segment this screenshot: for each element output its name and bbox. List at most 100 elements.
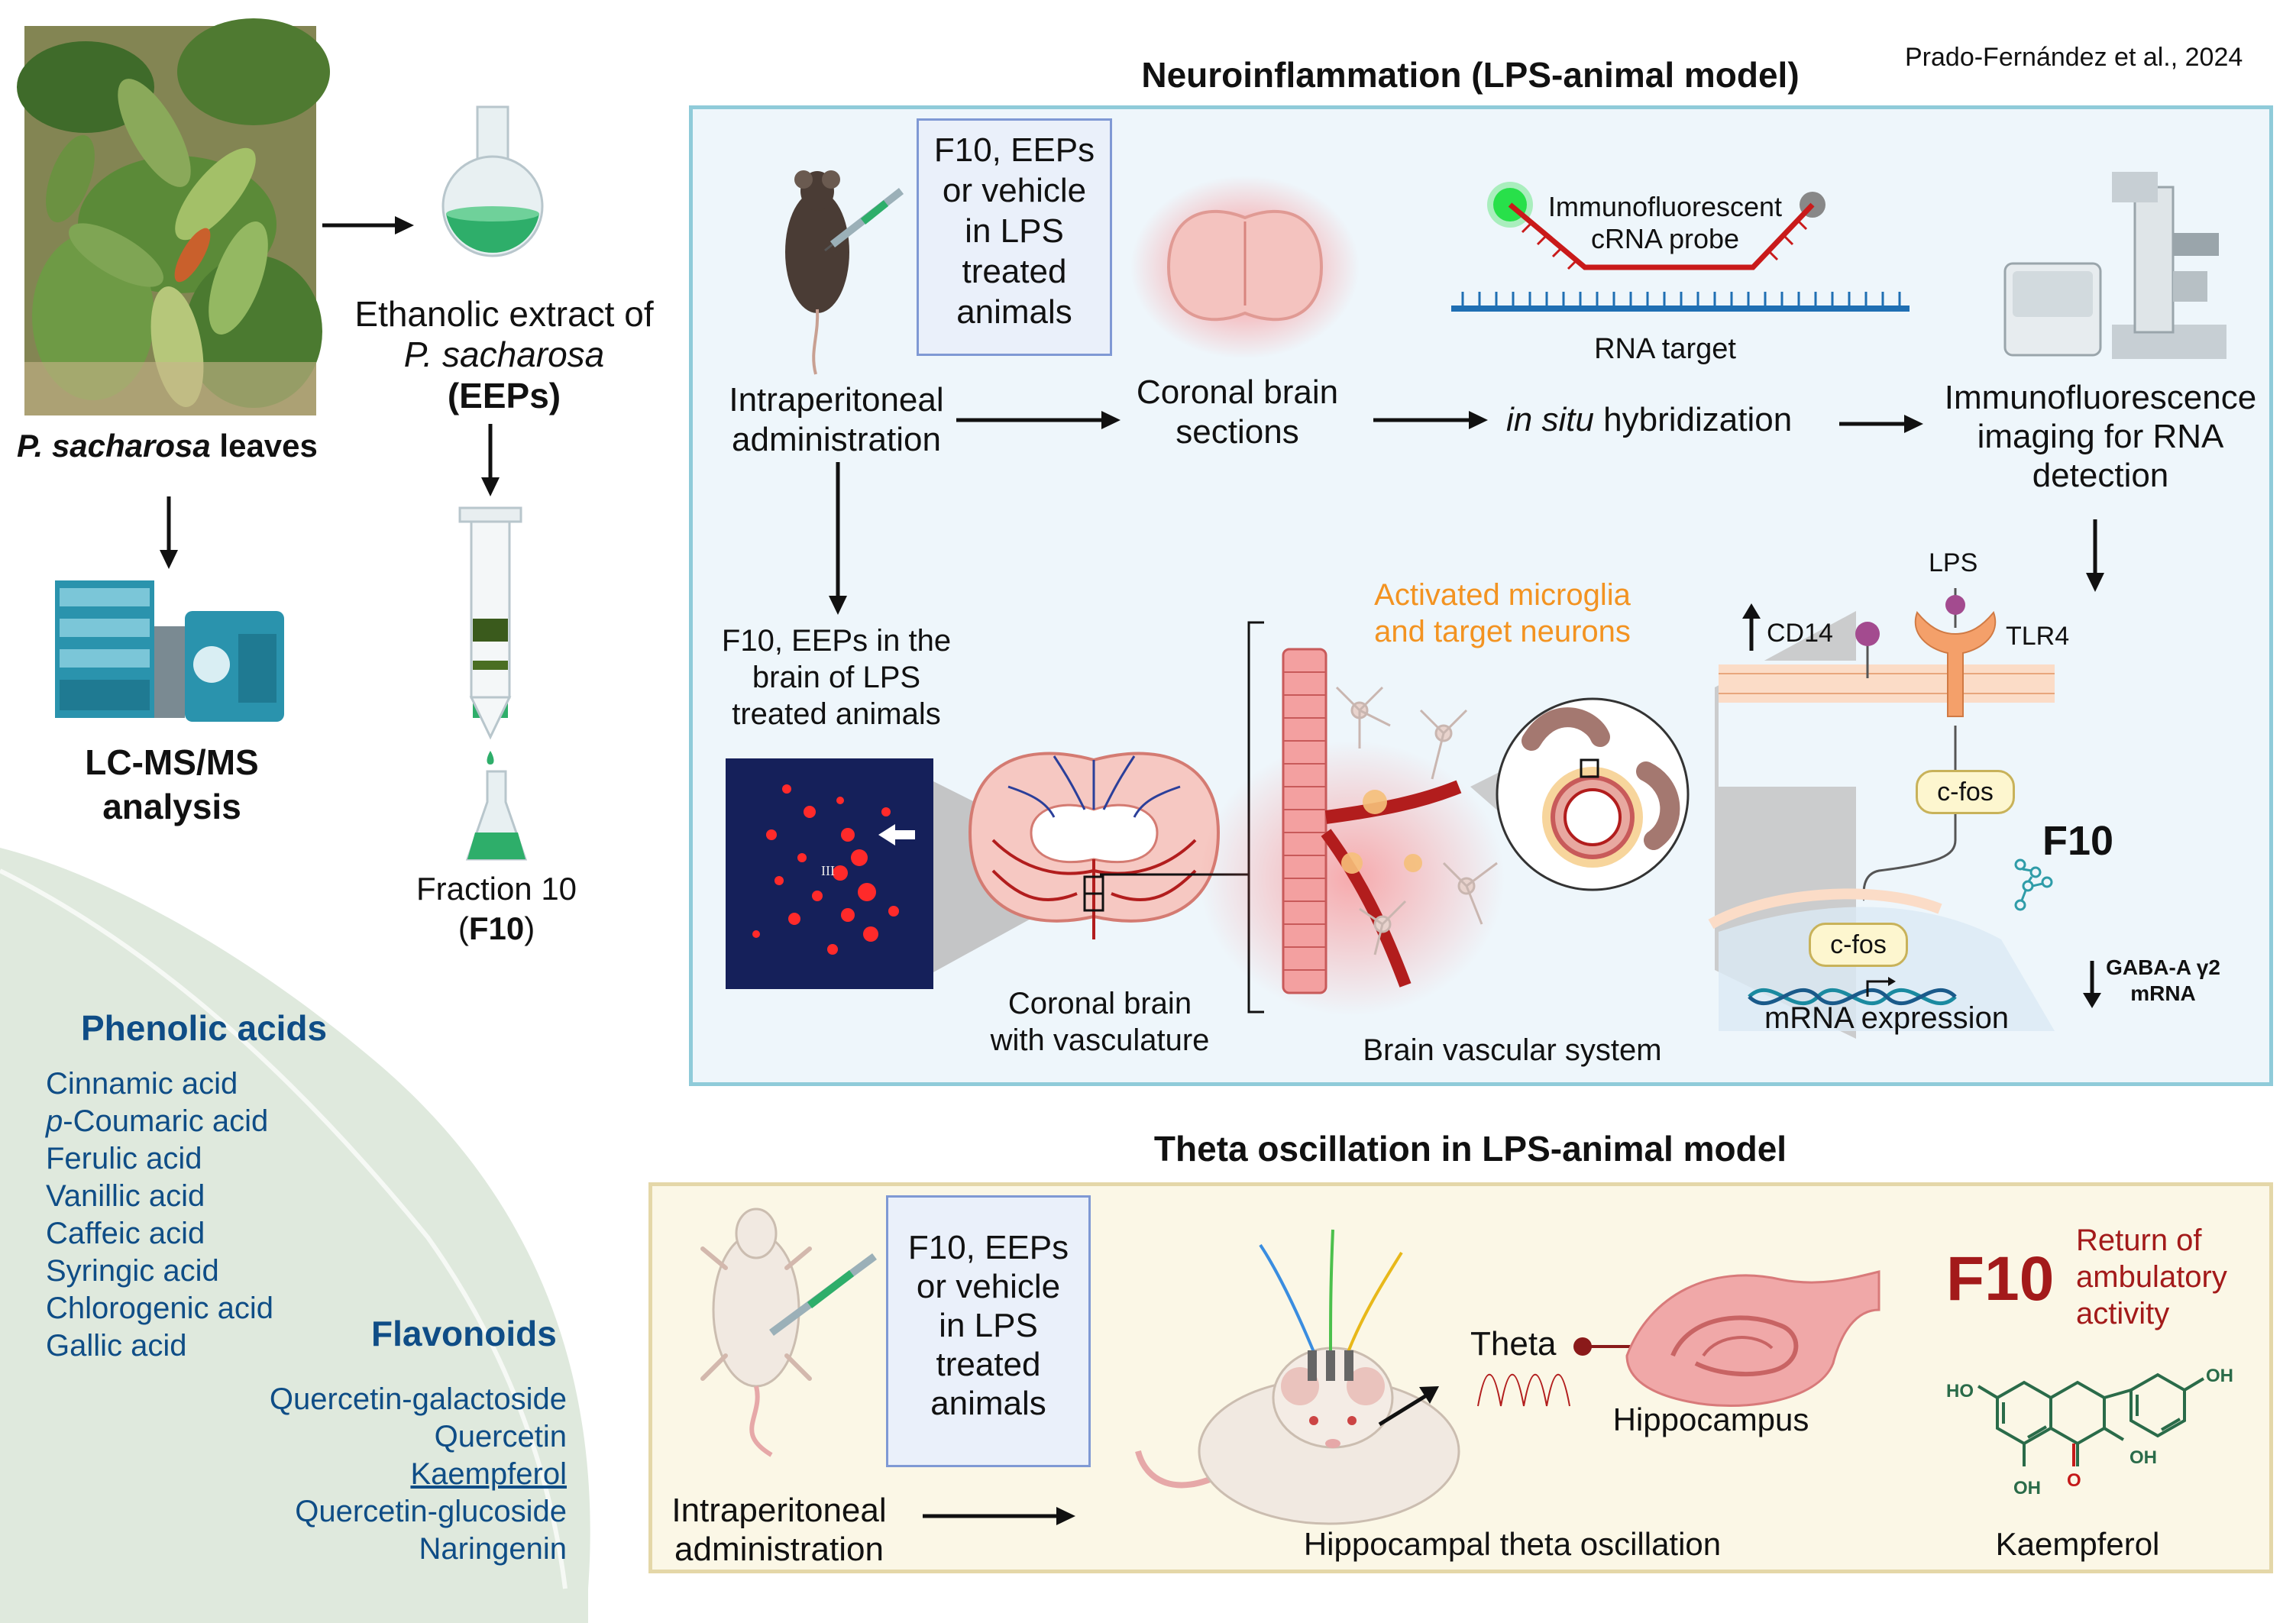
phenolic-item: Cinnamic acid: [46, 1067, 238, 1101]
citation: Prado-Fernández et al., 2024: [1905, 43, 2243, 72]
f10-label-top: F10: [2042, 818, 2114, 864]
fraction-line1: Fraction 10: [416, 871, 577, 907]
phenolic-title: Phenolic acids: [81, 1008, 328, 1048]
fraction-line2: (F10): [458, 910, 535, 946]
flavonoid-item: Quercetin-glucoside: [295, 1495, 567, 1528]
arrow-right: [1839, 415, 1923, 433]
imaging-label: Immunofluorescence imaging for RNA detec…: [1932, 378, 2269, 495]
treatment-text-top: F10, EEPs or vehicle in LPS treated anim…: [917, 130, 1112, 332]
phenolic-item: Vanillic acid: [46, 1179, 205, 1213]
treatment-line: animals: [956, 293, 1072, 331]
ip-line: Intraperitoneal: [671, 1492, 887, 1529]
treatment-text-bottom: F10, EEPs or vehicle in LPS treated anim…: [886, 1228, 1091, 1423]
treatment-line: treated: [936, 1346, 1041, 1383]
ip-line: Intraperitoneal: [729, 381, 944, 419]
crna-probe-icon: [1451, 182, 1910, 312]
arrow-right: [322, 216, 414, 234]
lcms-line2: analysis: [102, 787, 241, 826]
bottom-panel-title: Theta oscillation in LPS-animal model: [1153, 1129, 1787, 1169]
rat-syringe-icon: [700, 1208, 877, 1457]
flavonoid-item: Quercetin-galactoside: [269, 1382, 567, 1416]
treatment-line: F10, EEPs: [933, 131, 1095, 169]
label-line: with vasculature: [990, 1023, 1210, 1057]
flavonoids-title: Flavonoids: [371, 1314, 557, 1353]
treatment-line: or vehicle: [942, 172, 1087, 209]
coronal-sections-label: Coronal brain sections: [1123, 373, 1352, 452]
tlr4-label: TLR4: [2006, 622, 2070, 651]
brain-vasculature-icon: [968, 752, 1221, 939]
lps-label: LPS: [1929, 548, 1978, 577]
treatment-line: animals: [930, 1385, 1046, 1422]
rat-electrodes-icon: [1135, 1229, 1460, 1525]
cfos-pill-bottom: c-fos: [1809, 923, 1908, 967]
round-flask-icon: [441, 105, 544, 257]
phenolic-item: Caffeic acid: [46, 1217, 205, 1250]
plant-photo: [17, 18, 330, 415]
hippocampus-label: Hippocampus: [1612, 1402, 1809, 1437]
microscope-icon: [2003, 172, 2226, 359]
hippocampus-icon: [1625, 1270, 1880, 1408]
chem-label-oh: OH: [2013, 1478, 2041, 1499]
phenolic-list: Cinnamic acid p-Coumaric acid Ferulic ac…: [46, 1065, 273, 1365]
down-arrow-icon: [2083, 961, 2101, 1008]
label-line: Coronal brain: [1136, 373, 1339, 411]
coronal-vasc-label: Coronal brain with vasculature: [962, 985, 1237, 1059]
arrow-right: [1373, 411, 1488, 429]
ip-admin-bottom: Intraperitoneal administration: [657, 1491, 901, 1569]
rna-target-label: RNA target: [1594, 333, 1736, 365]
label-line: treated animals: [732, 697, 941, 731]
treatment-line: treated: [962, 253, 1067, 290]
gaba-label: GABA-A γ2 mRNA: [2102, 955, 2224, 1007]
arrow-down: [829, 462, 847, 615]
lcms-instrument-icon: [55, 580, 284, 722]
flavonoid-item: Quercetin: [434, 1420, 567, 1453]
ip-line: administration: [732, 421, 941, 458]
kaempferol-label: Kaempferol: [1995, 1526, 2160, 1562]
phenolic-item: Ferulic acid: [46, 1142, 202, 1175]
vascular-system-label: Brain vascular system: [1363, 1033, 1662, 1067]
label-line: imaging for RNA: [1977, 418, 2224, 455]
label-line: detection: [2032, 457, 2169, 494]
chem-label-oh: OH: [2129, 1447, 2157, 1468]
top-panel-title: Neuroinflammation (LPS-animal model): [1141, 55, 1800, 95]
ip-admin-top: Intraperitoneal administration: [710, 380, 962, 460]
label-line: sections: [1175, 413, 1299, 451]
extract-line1: Ethanolic extract of: [354, 294, 654, 334]
ish-label: in situ hybridization: [1506, 401, 1793, 438]
chem-label-oh: OH: [2206, 1366, 2233, 1386]
phenolic-item: p-Coumaric acid: [46, 1104, 269, 1138]
arrow-down: [160, 496, 178, 569]
cfos-pill-top: c-fos: [1916, 770, 2015, 814]
probe-label: Immunofluorescent cRNA probe: [1528, 191, 1803, 255]
label-line: Return of: [2076, 1224, 2202, 1257]
arrow-down: [481, 424, 500, 496]
flavonoid-item: Kaempferol: [410, 1457, 567, 1491]
fluorescence-micrograph: [726, 758, 933, 989]
arrow-down: [2086, 519, 2104, 592]
theta-label: Theta: [1470, 1325, 1557, 1363]
phenolic-item: Syringic acid: [46, 1254, 219, 1288]
phenolic-item: Chlorogenic acid: [46, 1292, 273, 1325]
treatment-line: F10, EEPs: [907, 1229, 1069, 1266]
treatment-line: or vehicle: [916, 1268, 1061, 1305]
leaves-label: P. sacharosa leaves: [17, 428, 318, 464]
return-label: Return of ambulatory activity: [2076, 1222, 2227, 1332]
label-line: Coronal brain: [1007, 987, 1192, 1020]
arrow-right: [956, 411, 1121, 429]
hippo-theta-label: Hippocampal theta oscillation: [1303, 1526, 1722, 1562]
mouse-syringe-icon: [785, 170, 904, 375]
brain-lps-label: F10, EEPs in the brain of LPS treated an…: [699, 622, 974, 732]
label-line: F10, EEPs in the: [721, 624, 952, 658]
lcms-line1: LC-MS/MS: [85, 742, 259, 782]
label-line: Immunofluorescence: [1944, 379, 2257, 416]
label-line: Immunofluorescent: [1547, 191, 1783, 222]
label-line: GABA-A γ2: [2106, 955, 2220, 979]
label-line: mRNA: [2130, 981, 2196, 1005]
flavonoid-list: Quercetin-galactoside Quercetin Kaempfer…: [214, 1381, 567, 1568]
kaempferol-structure-icon: [1977, 1372, 2205, 1466]
theta-wave-icon: [1477, 1373, 1570, 1407]
up-arrow-icon: [1742, 603, 1761, 651]
chromatography-column-icon: [458, 506, 522, 765]
extract-line2: P. sacharosa: [403, 335, 605, 374]
